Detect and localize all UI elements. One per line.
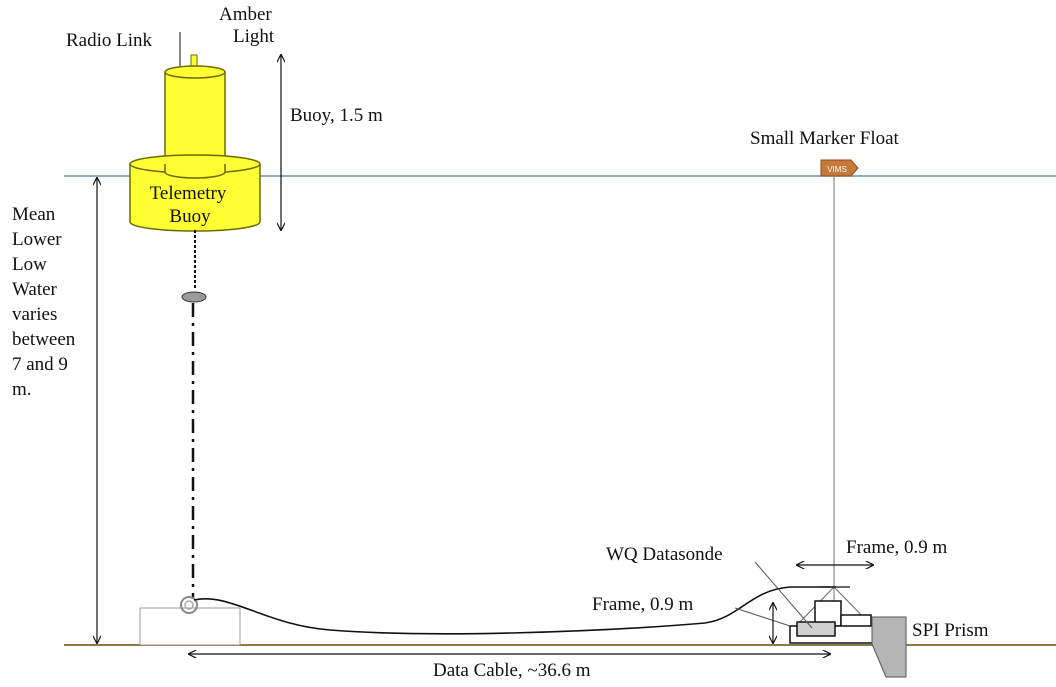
marker-float-tag: VIMS (827, 165, 847, 174)
subsurface-float (181, 291, 207, 303)
anchor-block (139, 607, 241, 646)
small-marker-float (820, 159, 859, 177)
anchor-coil-outer (180, 596, 198, 614)
data-cable-label: Data Cable, ~36.6 m (433, 660, 591, 681)
buoy-height-label: Buoy, 1.5 m (290, 105, 383, 126)
frame-top-label: Frame, 0.9 m (846, 537, 948, 558)
instrument-frame (789, 586, 907, 678)
data-cable (193, 586, 836, 635)
telemetry-buoy-label-line1: Telemetry (150, 183, 227, 204)
telemetry-buoy: Telemetry Buoy (129, 54, 261, 232)
spi-prism-label: SPI Prism (912, 620, 989, 641)
wq-datasonde-label: WQ Datasonde (606, 544, 723, 565)
small-marker-float-label: Small Marker Float (750, 128, 900, 149)
amber-light-label-line2: Light (233, 26, 275, 47)
mllw-label-line: Lower (12, 229, 62, 250)
mllw-label-line: varies (12, 304, 57, 325)
mllw-label-line: m. (12, 379, 32, 400)
anchor-coil-inner (184, 600, 194, 610)
mllw-label: Mean Lower Low Water varies between 7 an… (12, 204, 76, 400)
wq-datasonde (796, 621, 836, 637)
mllw-label-line: Mean (12, 204, 56, 225)
mllw-label-line: Water (12, 279, 58, 300)
spi-prism (871, 616, 907, 678)
buoy-tower-base (164, 164, 226, 179)
mllw-label-line: Low (12, 254, 47, 275)
radio-link-label: Radio Link (66, 30, 153, 51)
frame-mid-box (840, 614, 872, 628)
wq-datasonde-pointer (754, 561, 813, 629)
mllw-label-line: 7 and 9 (12, 354, 68, 375)
mllw-label-line: between (12, 329, 76, 350)
frame-side-pointer (734, 607, 791, 627)
amber-light-label-line1: Amber (219, 4, 272, 25)
frame-side-label: Frame, 0.9 m (592, 594, 694, 615)
telemetry-buoy-label-line2: Buoy (169, 206, 211, 227)
buoy-tower-top (164, 65, 226, 79)
